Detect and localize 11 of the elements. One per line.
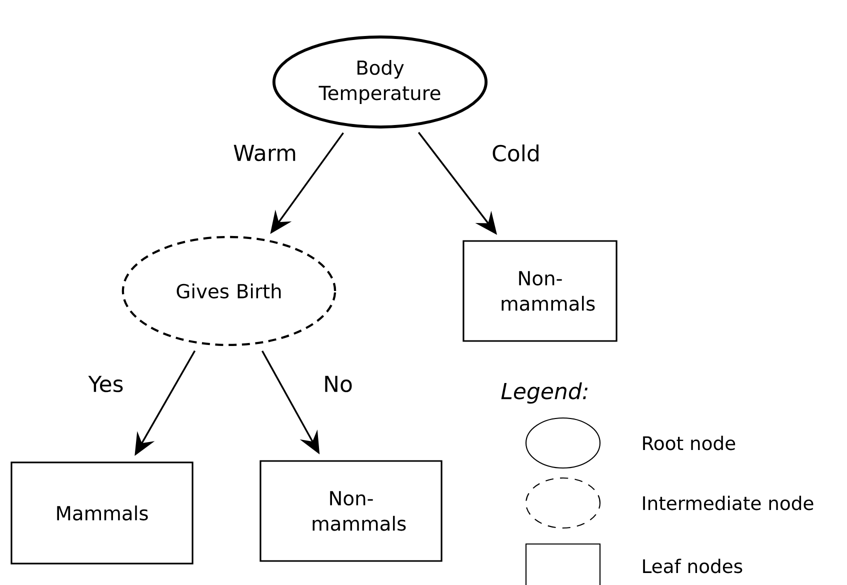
leaf-box: Non-mammals [260,460,442,562]
legend-text: Root node [643,436,736,450]
edge-label: No [325,376,352,392]
edge-label: Cold [492,144,538,162]
legend-text: Leaf nodes [643,558,742,574]
legend-text: Intermediate node [643,496,814,510]
legend-title: Legend: [501,382,588,404]
edge-label: Yes [88,376,123,392]
leaf-box: Mammals [10,462,194,564]
edge-label: Warm [234,144,296,162]
leaf-box: Non-mammals [462,240,618,342]
